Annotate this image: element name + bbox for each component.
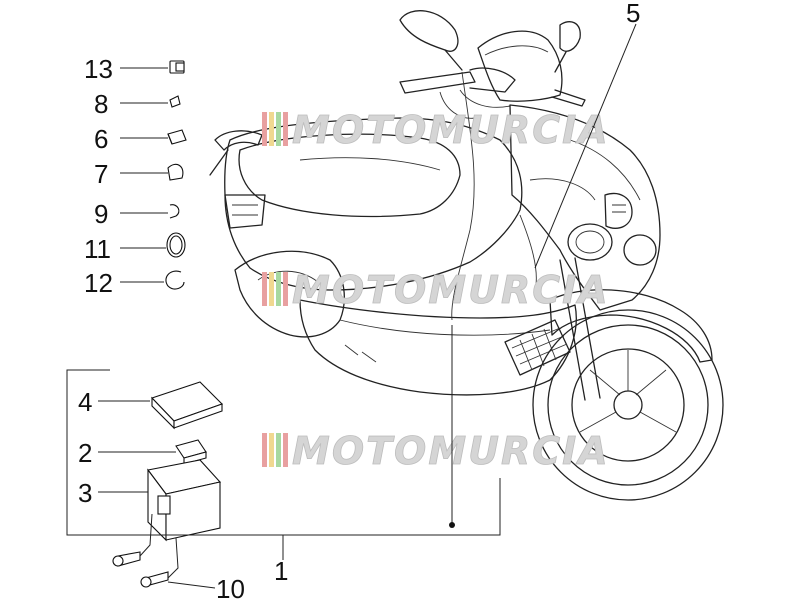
part-2-fuse-icon bbox=[175, 439, 207, 465]
scooter-drawing bbox=[209, 10, 724, 501]
callout-10: 10 bbox=[216, 574, 245, 600]
leader-dot bbox=[449, 522, 455, 528]
part-6-clamp-icon bbox=[167, 129, 187, 145]
part-11-ring-icon bbox=[166, 232, 186, 258]
part-7-clamp-icon bbox=[167, 163, 184, 181]
callout-2: 2 bbox=[78, 438, 92, 468]
callout-11: 11 bbox=[84, 234, 111, 264]
leader-lines bbox=[66, 23, 637, 589]
callout-13: 13 bbox=[84, 54, 113, 84]
callout-12: 12 bbox=[84, 268, 113, 298]
callout-6: 6 bbox=[94, 124, 108, 154]
part-3-fuse-box-icon bbox=[147, 459, 222, 542]
part-13-clip-icon bbox=[169, 60, 185, 74]
part-8-clip-icon bbox=[169, 95, 181, 108]
callout-labels: 13 8 6 7 9 11 12 5 4 2 3 1 10 bbox=[78, 0, 640, 600]
callout-7: 7 bbox=[94, 159, 108, 189]
part-9-clip-icon bbox=[169, 204, 180, 219]
part-10-screws-icon bbox=[112, 551, 169, 588]
callout-3: 3 bbox=[78, 478, 92, 508]
watermark-text: MOTOMURCIA bbox=[292, 429, 610, 473]
watermark-bottom: MOTOMURCIA bbox=[262, 429, 610, 473]
callout-5: 5 bbox=[626, 0, 640, 28]
part-4-pad-icon bbox=[151, 381, 224, 430]
watermark-text: MOTOMURCIA bbox=[292, 268, 610, 312]
callout-8: 8 bbox=[94, 89, 108, 119]
watermark-middle: MOTOMURCIA bbox=[262, 268, 610, 312]
callout-9: 9 bbox=[94, 199, 108, 229]
callout-1: 1 bbox=[274, 556, 288, 586]
part-12-ring-icon bbox=[165, 270, 185, 290]
watermark-text: MOTOMURCIA bbox=[292, 108, 610, 152]
watermark-top: MOTOMURCIA bbox=[262, 108, 610, 152]
callout-4: 4 bbox=[78, 387, 92, 417]
